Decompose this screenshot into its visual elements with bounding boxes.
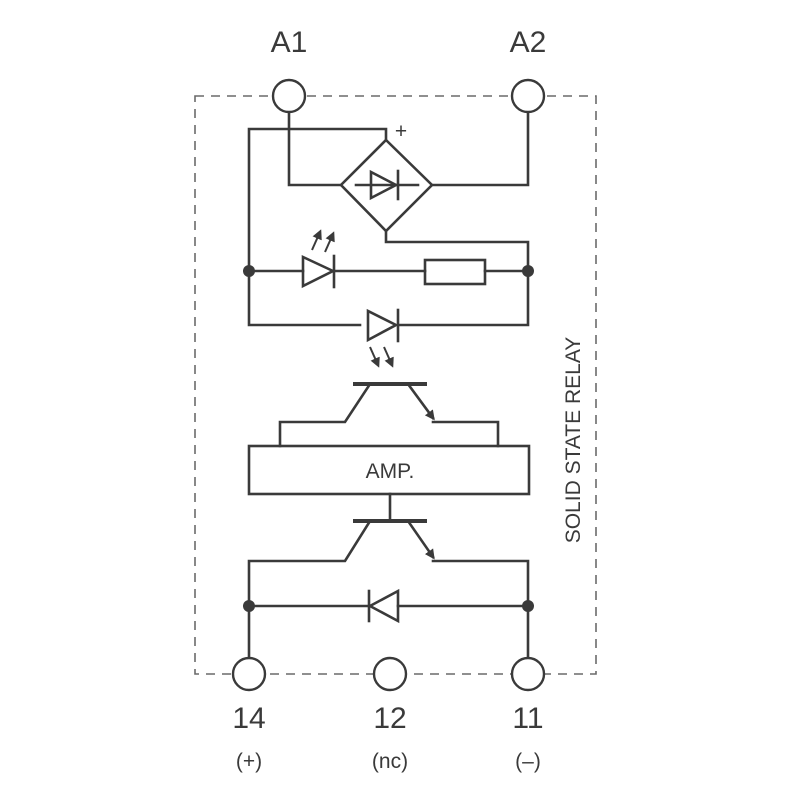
wire-bridge-minus	[384, 229, 530, 327]
terminal-14-label: 14	[232, 702, 265, 735]
bridge-plus-label: +	[395, 120, 407, 143]
series-resistor	[423, 258, 487, 286]
junction-dot	[243, 600, 255, 612]
output-transistor-emitter	[406, 519, 435, 560]
junction-dot	[522, 600, 534, 612]
bridge-rectifier	[339, 138, 434, 233]
wire-a2-to-bridge	[430, 111, 530, 187]
terminal-a2	[510, 78, 546, 114]
terminal-a1-label: A1	[271, 26, 308, 59]
enclosure-label: SOLID STATE RELAY	[562, 337, 585, 544]
terminal-12-note: (nc)	[372, 750, 408, 773]
terminal-11-polarity: (–)	[515, 750, 541, 773]
opto-light-arrow-2	[383, 346, 394, 368]
terminal-12-label: 12	[373, 702, 406, 735]
terminal-14	[231, 656, 267, 692]
wire-a1-to-bridge	[287, 111, 343, 187]
optocoupler-led	[366, 308, 399, 343]
terminal-11-label: 11	[512, 702, 543, 735]
wire-bridge-plus	[247, 127, 388, 327]
phototransistor-collector	[278, 382, 372, 448]
protection-diode	[367, 588, 400, 624]
junction-dot	[243, 265, 255, 277]
terminal-a2-label: A2	[510, 26, 547, 59]
terminal-14-polarity: (+)	[236, 750, 262, 773]
relay-enclosure-outline	[194, 95, 597, 675]
junction-dot	[522, 265, 534, 277]
phototransistor-emitter-wire	[431, 420, 500, 448]
amplifier-label: AMP.	[366, 460, 415, 483]
terminal-a1	[271, 78, 307, 114]
indicator-led	[301, 254, 336, 289]
opto-light-arrow-1	[369, 346, 380, 368]
terminal-12	[372, 656, 408, 692]
bridge-diode-triangle	[369, 169, 399, 201]
led-emission-arrow-2	[324, 231, 335, 253]
output-transistor-emitter-wire	[431, 559, 530, 661]
phototransistor-emitter	[406, 382, 435, 421]
led-emission-arrow-1	[311, 229, 322, 251]
output-transistor-collector	[247, 519, 372, 661]
terminal-11	[510, 656, 546, 692]
